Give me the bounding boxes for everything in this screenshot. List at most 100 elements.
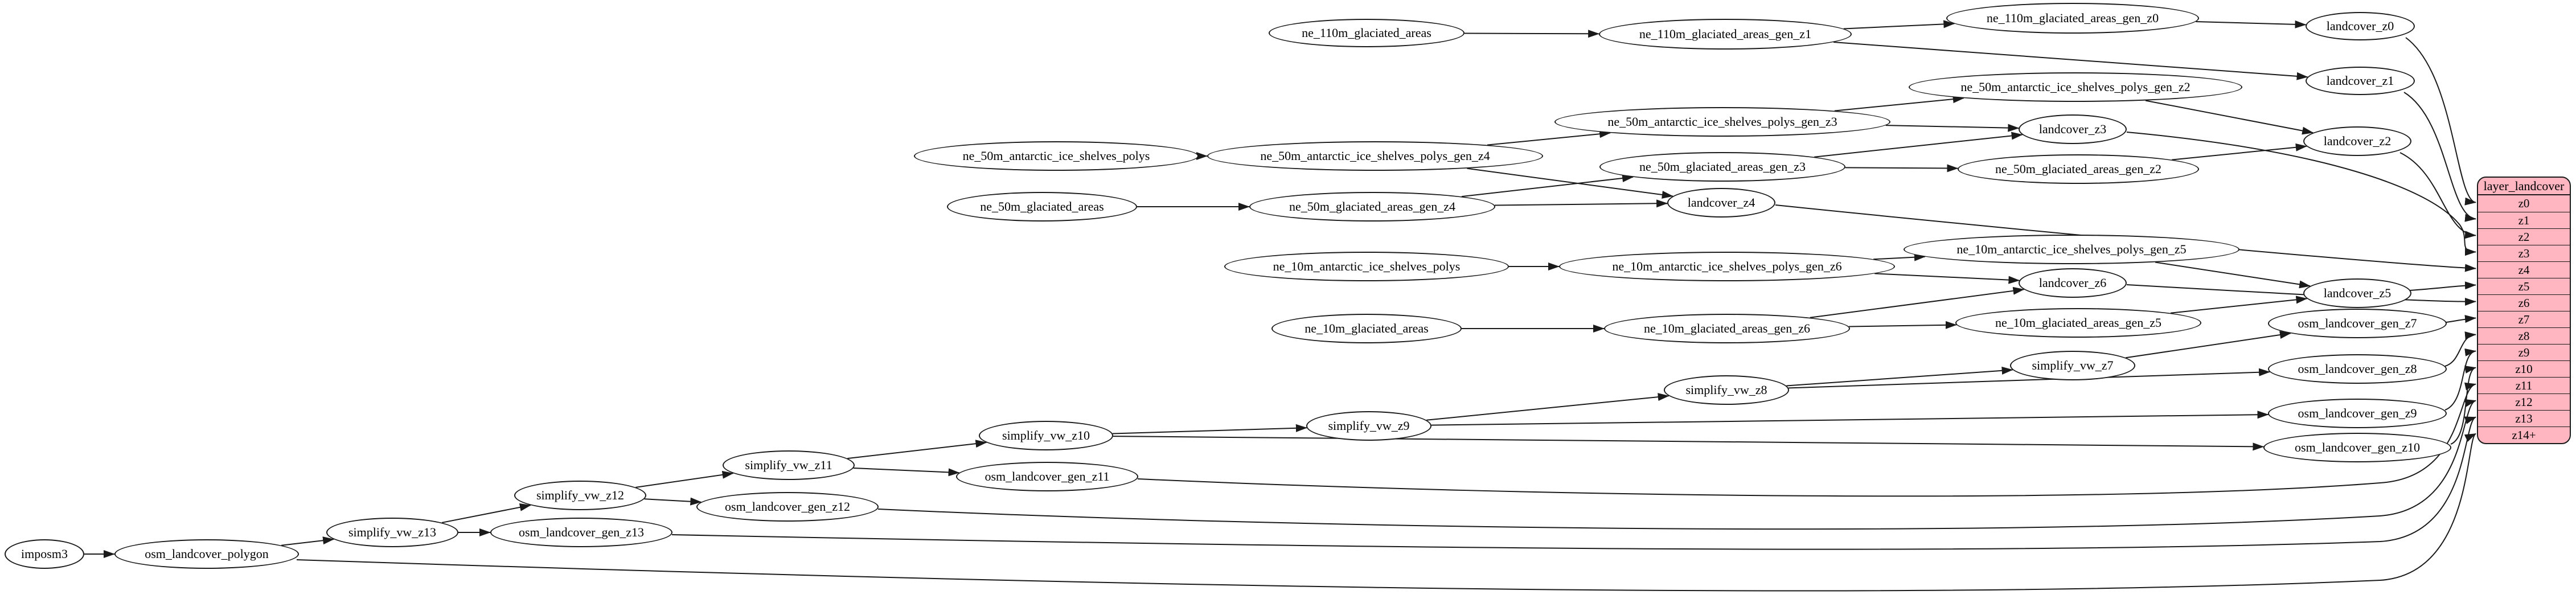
node-ne_50m_antarctic_ice_shelves_polys_gen_z4: ne_50m_antarctic_ice_shelves_polys_gen_z… bbox=[1207, 141, 1543, 171]
edge-ne_10m_antarctic_ice_shelves_polys_gen_z6-to-landcover_z6 bbox=[1874, 273, 2020, 284]
edge-ne_50m_glaciated_areas_gen_z4-to-landcover_z4 bbox=[1494, 199, 1668, 208]
table-row-z3: z3 bbox=[2478, 245, 2570, 261]
table-row-z13: z13 bbox=[2478, 410, 2570, 427]
node-ne_50m_glaciated_areas: ne_50m_glaciated_areas bbox=[947, 192, 1137, 222]
node-osm_landcover_gen_z8: osm_landcover_gen_z8 bbox=[2268, 354, 2447, 384]
edge-ne_50m_antarctic_ice_shelves_polys_gen_z4-to-landcover_z4 bbox=[1467, 167, 1673, 199]
node-ne_50m_glaciated_areas_gen_z2: ne_50m_glaciated_areas_gen_z2 bbox=[1958, 154, 2199, 184]
edge-simplify_vw_z9-to-osm_landcover_gen_z9 bbox=[1431, 411, 2269, 426]
node-simplify_vw_z11: simplify_vw_z11 bbox=[723, 450, 855, 480]
node-ne_50m_antarctic_ice_shelves_polys_gen_z3: ne_50m_antarctic_ice_shelves_polys_gen_z… bbox=[1554, 107, 1890, 137]
node-landcover_z1: landcover_z1 bbox=[2306, 67, 2415, 95]
edge-simplify_vw_z12-to-osm_landcover_gen_z12 bbox=[644, 497, 702, 506]
table-row-z12: z12 bbox=[2478, 393, 2570, 410]
table-row-z0: z0 bbox=[2518, 196, 2530, 210]
node-simplify_vw_z10: simplify_vw_z10 bbox=[979, 421, 1113, 450]
edge-ne_10m_glaciated_areas_gen_z6-to-ne_10m_glaciated_areas_gen_z5 bbox=[1849, 321, 1957, 329]
edge-ne_110m_glaciated_areas_gen_z1-to-landcover_z1 bbox=[1833, 42, 2308, 80]
edge-ne_10m_glaciated_areas_gen_z6-to-landcover_z6 bbox=[1810, 286, 2025, 318]
node-landcover_z5: landcover_z5 bbox=[2303, 278, 2411, 308]
edge-simplify_vw_z11-to-simplify_vw_z10 bbox=[847, 440, 987, 460]
node-ne_10m_glaciated_areas_gen_z6: ne_10m_glaciated_areas_gen_z6 bbox=[1604, 314, 1850, 343]
edge-landcover_z2-to-row-z2 bbox=[2399, 152, 2476, 239]
table-row-z9: z9 bbox=[2478, 344, 2570, 360]
edge-ne_110m_glaciated_areas_gen_z1-to-ne_110m_glaciated_areas_gen_z0 bbox=[1843, 20, 1955, 30]
node-simplify_vw_z12: simplify_vw_z12 bbox=[514, 481, 646, 510]
node-landcover_z6: landcover_z6 bbox=[2019, 268, 2127, 298]
edge-ne_10m_glaciated_areas_gen_z5-to-landcover_z5 bbox=[2170, 296, 2308, 314]
edge-simplify_vw_z11-to-osm_landcover_gen_z11 bbox=[853, 468, 960, 477]
node-ne_110m_glaciated_areas_gen_z1: ne_110m_glaciated_areas_gen_z1 bbox=[1599, 19, 1852, 50]
node-ne_10m_antarctic_ice_shelves_polys_gen_z6: ne_10m_antarctic_ice_shelves_polys_gen_z… bbox=[1559, 252, 1895, 281]
node-osm_landcover_gen_z10: osm_landcover_gen_z10 bbox=[2263, 433, 2451, 462]
node-imposm3: imposm3 bbox=[5, 539, 84, 569]
node-ne_50m_antarctic_ice_shelves_polys_gen_z2: ne_50m_antarctic_ice_shelves_polys_gen_z… bbox=[1909, 72, 2242, 102]
node-landcover_z0: landcover_z0 bbox=[2306, 12, 2415, 40]
edge-simplify_vw_z12-to-simplify_vw_z11 bbox=[635, 470, 734, 488]
node-osm_landcover_gen_z11: osm_landcover_gen_z11 bbox=[956, 462, 1138, 491]
node-osm_landcover_gen_z7: osm_landcover_gen_z7 bbox=[2268, 309, 2447, 338]
table-row-z11: z11 bbox=[2478, 377, 2570, 393]
edge-landcover_z3-to-row-z3 bbox=[2126, 132, 2476, 256]
node-osm_landcover_gen_z9: osm_landcover_gen_z9 bbox=[2268, 399, 2447, 428]
node-ne_10m_antarctic_ice_shelves_polys: ne_10m_antarctic_ice_shelves_polys bbox=[1224, 252, 1509, 281]
node-ne_50m_glaciated_areas_gen_z3: ne_50m_glaciated_areas_gen_z3 bbox=[1599, 152, 1845, 182]
edge-osm_landcover_gen_z13-to-row-z13 bbox=[671, 416, 2476, 550]
edge-ne_50m_antarctic_ice_shelves_polys_gen_z2-to-landcover_z2 bbox=[2145, 100, 2314, 135]
edge-osm_landcover_polygon-to-simplify_vw_z13 bbox=[281, 536, 335, 546]
table-row-z5: z5 bbox=[2478, 278, 2570, 294]
node-simplify_vw_z13: simplify_vw_z13 bbox=[326, 518, 458, 547]
node-ne_110m_glaciated_areas: ne_110m_glaciated_areas bbox=[1269, 19, 1465, 47]
edge-ne_50m_antarctic_ice_shelves_polys_gen_z4-to-ne_50m_antarctic_ice_shelves_polys_gen_z3 bbox=[1487, 130, 1611, 146]
edge-osm_landcover_gen_z12-to-row-z12 bbox=[877, 399, 2476, 530]
node-landcover_z3: landcover_z3 bbox=[2019, 114, 2127, 144]
node-osm_landcover_gen_z13: osm_landcover_gen_z13 bbox=[490, 518, 672, 547]
edge-landcover_z5-to-row-z5 bbox=[2409, 281, 2476, 291]
edge-simplify_vw_z10-to-osm_landcover_gen_z10 bbox=[1113, 436, 2265, 451]
edge-simplify_vw_z7-to-osm_landcover_gen_z7 bbox=[2126, 331, 2291, 359]
edge-ne_50m_glaciated_areas_gen_z2-to-landcover_z2 bbox=[2172, 143, 2307, 161]
node-osm_landcover_gen_z12: osm_landcover_gen_z12 bbox=[696, 492, 879, 522]
edge-ne_50m_antarctic_ice_shelves_polys_gen_z3-to-ne_50m_antarctic_ice_shelves_polys_gen_z2 bbox=[1834, 95, 1964, 112]
edge-ne_50m_antarctic_ice_shelves_polys_gen_z3-to-landcover_z3 bbox=[1885, 124, 2020, 132]
node-osm_landcover_polygon: osm_landcover_polygon bbox=[114, 539, 299, 569]
edge-landcover_z1-to-row-z1 bbox=[2403, 92, 2476, 222]
node-simplify_vw_z9: simplify_vw_z9 bbox=[1306, 411, 1431, 441]
table-row-z4: z4 bbox=[2478, 261, 2570, 278]
edge-osm_landcover_polygon-to-row-z14+ bbox=[296, 433, 2476, 592]
edge-simplify_vw_z13-to-simplify_vw_z12 bbox=[441, 503, 531, 523]
table-row-z2: z2 bbox=[2478, 228, 2570, 245]
edge-osm_landcover_gen_z11-to-row-z11 bbox=[1137, 382, 2476, 497]
table-row-z6: z6 bbox=[2478, 294, 2570, 311]
node-simplify_vw_z8: simplify_vw_z8 bbox=[1664, 375, 1789, 405]
table-row-z14+: z14+ bbox=[2478, 427, 2570, 443]
edge-simplify_vw_z10-to-simplify_vw_z9 bbox=[1112, 424, 1307, 434]
node-ne_50m_glaciated_areas_gen_z4: ne_50m_glaciated_areas_gen_z4 bbox=[1249, 192, 1495, 222]
edge-ne_50m_glaciated_areas_gen_z3-to-landcover_z3 bbox=[1814, 132, 2023, 158]
edge-ne_110m_glaciated_areas_gen_z0-to-landcover_z0 bbox=[2196, 20, 2307, 28]
edge-landcover_z0-to-row-z0 bbox=[2405, 37, 2476, 206]
table-row-z10: z10 bbox=[2478, 360, 2570, 377]
edge-simplify_vw_z8-to-simplify_vw_z7 bbox=[1786, 366, 2013, 387]
edge-ne_10m_antarctic_ice_shelves_polys_gen_z5-to-landcover_z5 bbox=[2155, 261, 2311, 289]
edge-ne_10m_antarctic_ice_shelves_polys_gen_z6-to-ne_10m_antarctic_ice_shelves_polys_gen_z5 bbox=[1873, 253, 1926, 261]
node-ne_10m_glaciated_areas: ne_10m_glaciated_areas bbox=[1271, 314, 1462, 343]
edge-osm_landcover_gen_z7-to-row-z7 bbox=[2446, 315, 2476, 323]
edge-ne_50m_glaciated_areas_gen_z3-to-ne_50m_glaciated_areas_gen_z2 bbox=[1845, 164, 1959, 173]
node-landcover_z4: landcover_z4 bbox=[1667, 188, 1775, 218]
edge-simplify_vw_z9-to-simplify_vw_z8 bbox=[1426, 393, 1670, 421]
edge-osm_landcover_gen_z9-to-row-z9 bbox=[2444, 348, 2476, 411]
node-ne_10m_antarctic_ice_shelves_polys_gen_z5: ne_10m_antarctic_ice_shelves_polys_gen_z… bbox=[1904, 235, 2239, 264]
node-ne_10m_glaciated_areas_gen_z5: ne_10m_glaciated_areas_gen_z5 bbox=[1955, 308, 2201, 338]
table-row-z7: z7 bbox=[2478, 311, 2570, 327]
edge-osm_landcover_gen_z8-to-row-z8 bbox=[2444, 331, 2476, 367]
table-row-z1: z1 bbox=[2478, 212, 2570, 228]
edge-ne_50m_glaciated_areas_gen_z4-to-ne_50m_glaciated_areas_gen_z3 bbox=[1461, 174, 1634, 198]
table-title: layer_landcover bbox=[2478, 178, 2570, 195]
node-simplify_vw_z7: simplify_vw_z7 bbox=[2010, 351, 2135, 380]
node-landcover_z2: landcover_z2 bbox=[2303, 126, 2411, 156]
edge-simplify_vw_z8-to-osm_landcover_gen_z8 bbox=[1788, 368, 2271, 389]
